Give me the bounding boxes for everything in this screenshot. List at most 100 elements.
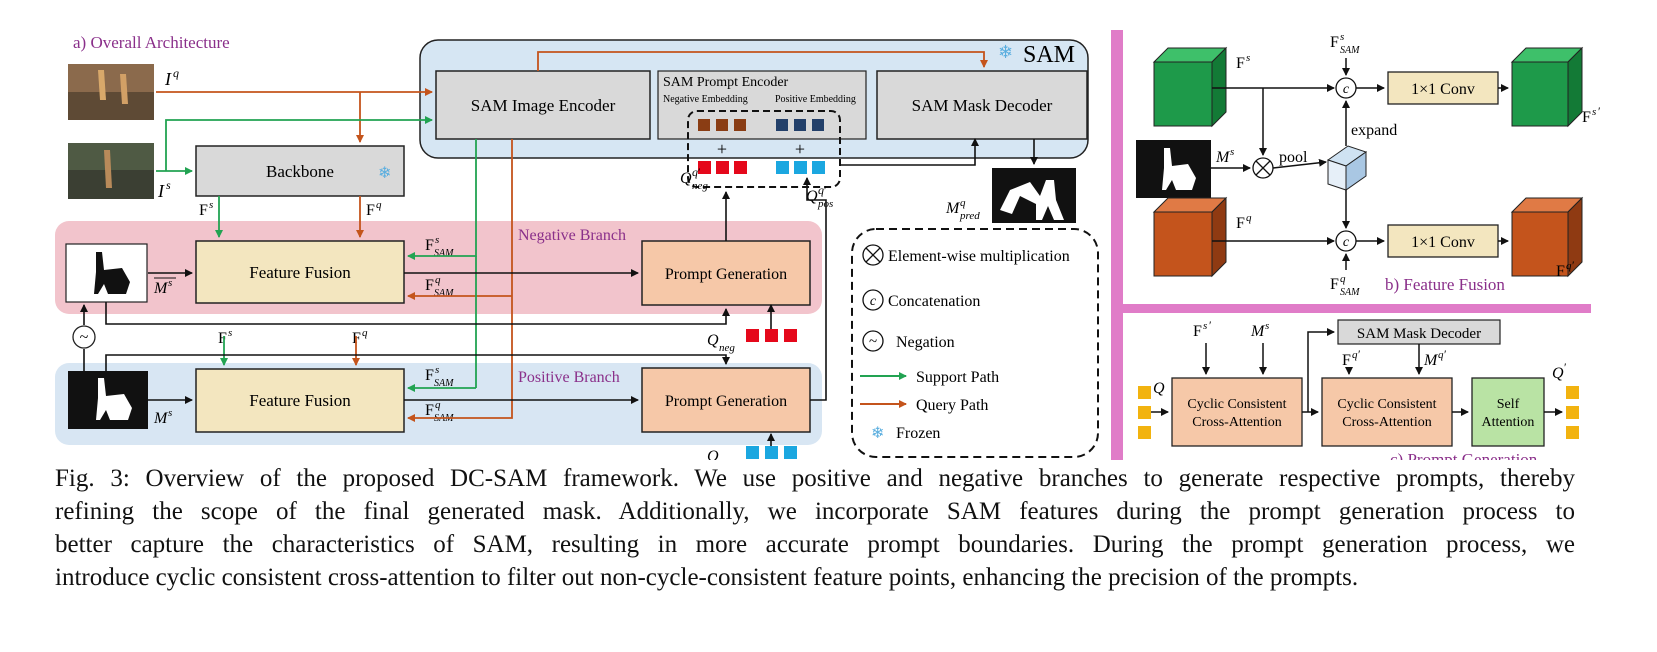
legend-query-path: Query Path <box>860 397 988 414</box>
support-mask <box>68 371 148 429</box>
svg-text:I: I <box>157 181 165 201</box>
q-pos-tokens <box>746 446 797 459</box>
svg-text:F: F <box>1236 55 1245 72</box>
svg-text:c: c <box>870 294 877 309</box>
negative-prompt-tokens <box>698 161 747 174</box>
svg-text:neg: neg <box>692 180 708 192</box>
self-attention <box>1471 377 1545 447</box>
caption-line-4: introduce cyclic consistent cross-attent… <box>55 564 1359 591</box>
legend-concatenation: c Concatenation <box>862 289 980 311</box>
negation-symbol: ~ <box>80 329 89 346</box>
svg-text:M: M <box>153 410 169 427</box>
svg-text:q: q <box>362 327 368 339</box>
q-tokens-in <box>1138 386 1151 439</box>
svg-text:Q: Q <box>680 170 692 187</box>
caption-line-1: Fig. 3: Overview of the proposed DC-SAM … <box>55 465 1575 492</box>
pool-label: pool <box>1279 149 1308 166</box>
negative-embedding-tokens <box>698 119 746 131</box>
negative-prompt-generation-label: Prompt Generation <box>665 266 787 283</box>
cc-attention-1-line1: Cyclic Consistent <box>1187 397 1286 412</box>
feature-fusion-arrows <box>1211 58 1509 270</box>
backbone-label: Backbone <box>266 162 334 181</box>
svg-text:s: s <box>209 199 213 211</box>
svg-text:I: I <box>164 69 172 89</box>
svg-text:Query Path: Query Path <box>916 397 988 414</box>
svg-text:F: F <box>425 277 434 294</box>
svg-text:Negation: Negation <box>896 334 955 351</box>
positive-branch-label: Positive Branch <box>518 369 620 386</box>
svg-text:M: M <box>1215 149 1231 166</box>
svg-text:q: q <box>173 66 179 80</box>
svg-text:SAM: SAM <box>1340 287 1360 298</box>
positive-feature-fusion <box>195 368 405 433</box>
svg-text:q: q <box>1438 349 1444 361</box>
svg-text:❄: ❄ <box>871 425 884 442</box>
q-tokens-out <box>1566 386 1579 439</box>
sam-title: SAM <box>1023 42 1075 68</box>
svg-text:Q: Q <box>707 448 719 460</box>
cc-attention-2 <box>1321 377 1453 447</box>
svg-text:s: s <box>1265 320 1269 332</box>
multiply-circle <box>1252 157 1274 179</box>
sam-mask-decoder-c <box>1337 319 1501 345</box>
svg-text:SAM: SAM <box>1340 45 1360 56</box>
positive-feature-fusion-label: Feature Fusion <box>249 391 351 410</box>
predicted-mask <box>992 168 1076 223</box>
query-image <box>68 64 154 120</box>
prompt-token-group <box>687 110 841 188</box>
positive-prompt-generation-label: Prompt Generation <box>665 393 787 410</box>
sam-image-encoder-label: SAM Image Encoder <box>471 96 616 115</box>
sam-prompt-encoder-label: SAM Prompt Encoder <box>663 75 789 90</box>
svg-text:pos: pos <box>718 458 734 460</box>
positive-embedding-tokens <box>776 119 824 131</box>
conv-bottom-label: 1×1 Conv <box>1411 234 1475 251</box>
cc-attention-2-line2: Cross-Attention <box>1342 415 1431 430</box>
support-image <box>68 143 154 199</box>
horizontal-divider <box>1123 304 1591 313</box>
panel-b-title: b) Feature Fusion <box>1385 275 1505 294</box>
svg-text:′: ′ <box>1572 258 1575 272</box>
prompt-generation-arrows <box>1151 328 1563 416</box>
svg-text:F: F <box>199 202 208 219</box>
conv-top <box>1387 71 1499 105</box>
vertical-divider <box>1111 30 1123 460</box>
svg-text:′: ′ <box>1598 104 1601 118</box>
svg-text:F: F <box>1330 34 1339 51</box>
flow-arrows <box>80 138 1038 446</box>
cube-fs <box>1152 46 1228 128</box>
svg-text:Q: Q <box>707 332 719 349</box>
concat-circle-bottom: c <box>1335 230 1357 252</box>
dc-sam-diagram: a) Overall Architecture ❄ SAM Negative B… <box>55 30 1601 460</box>
negative-embedding-label: Negative Embedding <box>663 94 748 105</box>
svg-text:q: q <box>1352 349 1358 361</box>
negative-feature-fusion <box>195 240 405 304</box>
positive-embedding-label: Positive Embedding <box>775 94 856 105</box>
svg-text:q: q <box>435 399 441 411</box>
support-image-label: I s <box>157 178 171 201</box>
svg-text:s: s <box>435 234 439 246</box>
legend-support-path: Support Path <box>860 369 999 386</box>
svg-text:′: ′ <box>1209 318 1212 332</box>
svg-text:F: F <box>1193 323 1202 340</box>
label-q-out: Q′ <box>1552 360 1567 382</box>
svg-text:Concatenation: Concatenation <box>888 293 980 310</box>
caption-line-2: refining the scope of the final generate… <box>55 498 1575 525</box>
svg-text:M: M <box>1423 352 1439 369</box>
panel-a-title: a) Overall Architecture <box>73 33 230 52</box>
conv-bottom <box>1387 224 1499 258</box>
svg-text:s: s <box>1203 320 1207 332</box>
svg-text:F: F <box>425 237 434 254</box>
self-attention-line1: Self <box>1497 397 1520 412</box>
